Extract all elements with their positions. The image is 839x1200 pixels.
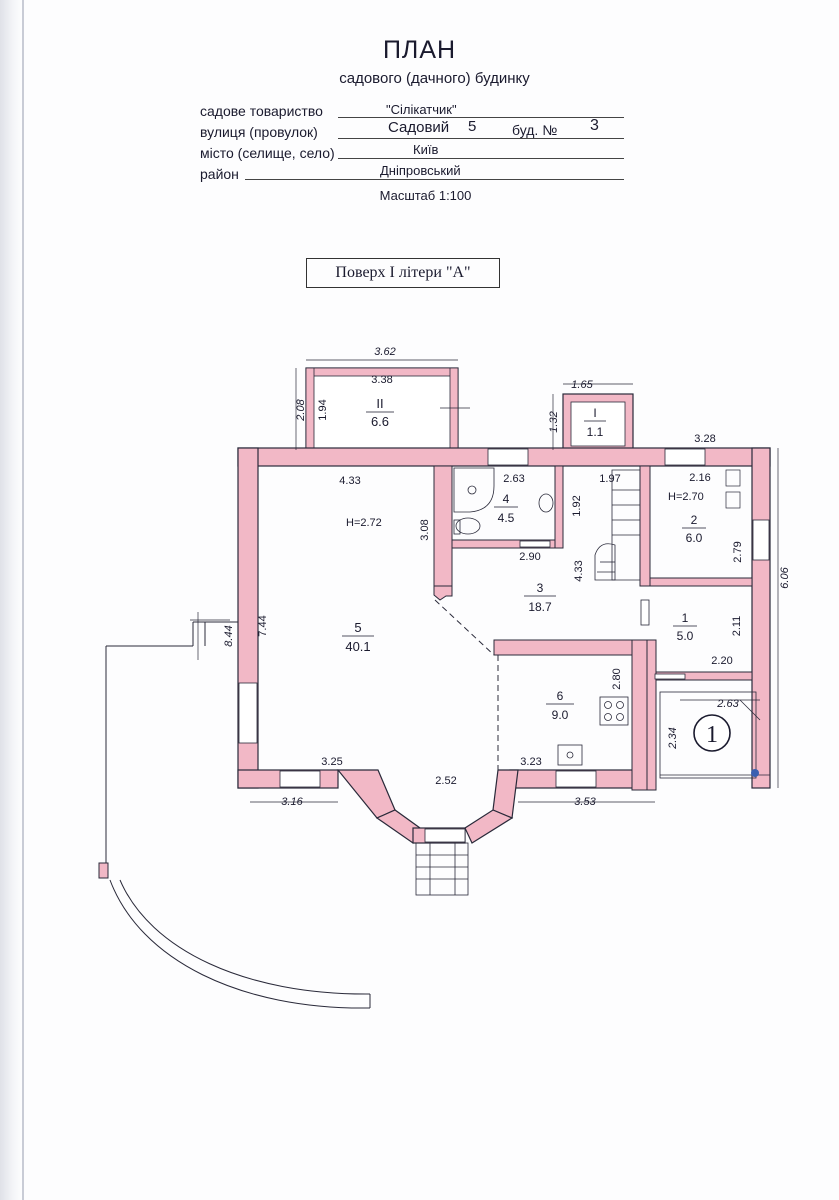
room-5-area: 40.1 [345, 639, 370, 654]
dim-1-92: 1.92 [571, 495, 583, 516]
terrace-outline [105, 645, 193, 870]
district-underline [245, 179, 624, 180]
room-I-area: 1.1 [587, 425, 604, 439]
room-1-area: 5.0 [677, 629, 694, 643]
entry-steps [415, 842, 469, 896]
dim-3-53: 3.53 [574, 796, 596, 808]
building-value: 3 [590, 117, 599, 134]
dim-2-16: 2.16 [689, 472, 710, 484]
city-label: місто (селище, село) [200, 145, 335, 161]
dim-3-28: 3.28 [694, 433, 715, 445]
society-label: садове товариство [200, 103, 323, 119]
street-label: вулиця (провулок) [200, 124, 318, 140]
dim-2-20: 2.20 [711, 655, 732, 667]
terrace-arc-inner [119, 879, 371, 995]
street-value: Садовий [388, 119, 450, 136]
dim-2-63-porch: 2.63 [716, 698, 739, 710]
dim-3-08: 3.08 [419, 519, 431, 540]
dim-8-44: 8.44 [223, 625, 235, 646]
doors [519, 540, 686, 680]
city-value: Київ [413, 142, 439, 157]
dim-2-11: 2.11 [731, 616, 743, 637]
room-4-number: 4 [503, 492, 510, 506]
dim-7-44: 7.44 [257, 615, 269, 636]
document-title: ПЛАН [382, 36, 457, 64]
dim-4-33-side: 4.33 [573, 560, 585, 581]
dim-6-06: 6.06 [779, 566, 791, 588]
dim-1-32: 1.32 [548, 411, 560, 432]
terrace-post [98, 862, 109, 879]
room-6-area: 9.0 [552, 708, 569, 722]
dim-3-25: 3.25 [321, 756, 342, 768]
room-3-number: 3 [537, 581, 544, 595]
dim-2-79: 2.79 [732, 541, 744, 562]
circle-mark-number: 1 [706, 722, 718, 748]
zone-line-1 [434, 599, 495, 656]
dim-3-23: 3.23 [520, 756, 541, 768]
dim-1-97: 1.97 [599, 473, 620, 485]
dim-3-62: 3.62 [374, 346, 395, 358]
dimension-lines [190, 359, 779, 803]
room-II-area: 6.6 [371, 414, 389, 429]
annex-I [562, 393, 634, 451]
room-2-number: 2 [691, 513, 698, 527]
district-value: Дніпровський [380, 163, 461, 178]
bathroom-fixtures [453, 467, 554, 535]
document-subtitle: садового (дачного) будинку [339, 70, 530, 87]
dim-4-33-top: 4.33 [339, 475, 360, 487]
dim-2-34: 2.34 [667, 727, 679, 749]
page-edge-line [22, 0, 24, 1200]
annex-II [305, 367, 470, 451]
street-number: 5 [468, 118, 477, 135]
room-5-height: H=2.72 [346, 517, 382, 529]
interior-walls [433, 465, 753, 791]
room-2-area: 6.0 [686, 531, 703, 545]
room2-fixtures [725, 469, 741, 509]
room-2-height: H=2.70 [668, 491, 704, 503]
room-1-number: 1 [682, 611, 689, 625]
page-edge-shadow [0, 0, 22, 1200]
dim-1-94: 1.94 [317, 399, 329, 420]
blue-dot [751, 769, 759, 777]
circle-mark [693, 714, 731, 752]
room-6-number: 6 [557, 689, 564, 703]
dim-2-08: 2.08 [295, 398, 307, 421]
room-I-number: I [593, 406, 596, 420]
dim-2-52: 2.52 [435, 775, 456, 787]
dim-3-16: 3.16 [281, 796, 303, 808]
society-underline [338, 117, 624, 118]
staircase [594, 469, 641, 581]
floor-title: Поверх I літери "А" [306, 258, 500, 288]
dim-1-65: 1.65 [571, 379, 593, 391]
dim-2-63-top: 2.63 [503, 473, 524, 485]
dim-3-38: 3.38 [371, 374, 392, 386]
dim-2-80: 2.80 [611, 668, 623, 689]
district-label: район [200, 166, 239, 182]
building-label: буд. № [512, 122, 558, 138]
street-underline [338, 138, 624, 139]
society-value: "Сілікатчик" [386, 102, 457, 117]
windows [238, 448, 770, 843]
city-underline [338, 158, 624, 159]
room-5-number: 5 [354, 620, 361, 635]
terrace-arc-outer [109, 879, 371, 1009]
room-II-number: II [376, 396, 383, 411]
kitchen-appliances [557, 696, 629, 766]
room-3-area: 18.7 [528, 600, 552, 614]
scale-note: Масштаб 1:100 [379, 188, 472, 203]
dim-2-90: 2.90 [519, 551, 540, 563]
room-4-area: 4.5 [498, 511, 515, 525]
